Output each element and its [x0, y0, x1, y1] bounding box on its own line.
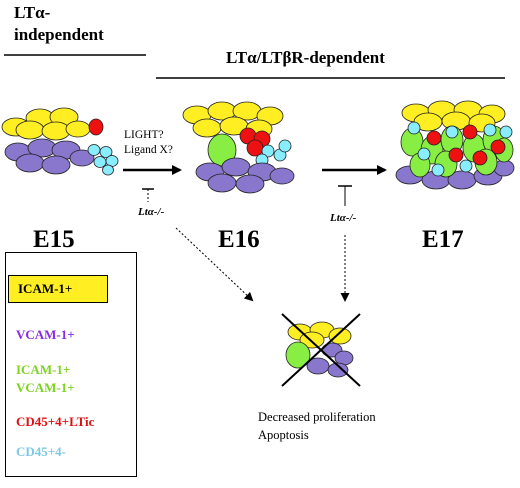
legend-item-icam1-vcam1-label: ICAM-1+ VCAM-1+ [16, 362, 75, 395]
legend-item-cd45-cd4-ltic-label: CD45+4+LTic [16, 414, 95, 429]
arrow-label-line1: LIGHT? [124, 129, 164, 141]
outcome-line2: Apoptosis [258, 428, 309, 442]
outcome-line1: Decreased proliferation [258, 410, 376, 424]
cell-cluster-e16 [182, 101, 295, 194]
legend-item-vcam1-label: VCAM-1+ [16, 327, 75, 342]
header-lta-ltbr-dependent: LTα/LTβR-dependent [226, 48, 385, 67]
stage-label-e17: E17 [422, 226, 464, 253]
cross-out-line-2 [281, 313, 361, 387]
legend-item-icam1-label: ICAM-1+ [18, 281, 73, 296]
header-lta-independent: LTα- independent [14, 2, 104, 46]
arrow-label-line2: Ligand X? [124, 144, 173, 156]
stage-label-e16: E16 [218, 226, 260, 253]
header-lta-independent-line2: independent [14, 25, 104, 44]
knockout-label-1: Ltα-/- [138, 206, 165, 218]
outcome-text: Decreased proliferation Apoptosis [258, 408, 376, 444]
arrow-label: LIGHT? Ligand X? [124, 128, 173, 158]
stage-label-e15: E15 [33, 226, 75, 253]
knockout-label-2: Ltα-/- [330, 212, 357, 224]
legend-box: ICAM-1+ VCAM-1+ ICAM-1+ VCAM-1+ CD45+4+L… [5, 252, 137, 477]
header-lta-independent-line1: LTα- [14, 3, 51, 22]
cell-cluster-e15 [1, 107, 119, 176]
dotted-arrow-to-apoptosis-left [175, 227, 254, 302]
cell-cluster-e17 [395, 100, 515, 190]
legend-item-cd45-cd4neg-label: CD45+4- [16, 444, 67, 459]
legend-item-icam1 [8, 275, 108, 303]
